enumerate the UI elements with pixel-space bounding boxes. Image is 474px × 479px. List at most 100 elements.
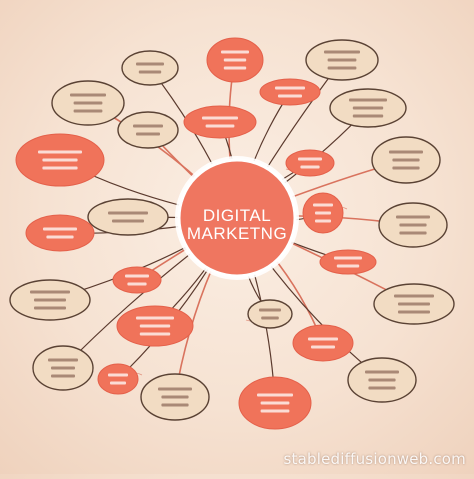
- node-text-scribble: [261, 316, 279, 320]
- node-bubble-beige: [117, 111, 179, 149]
- node-text-scribble: [260, 409, 290, 413]
- node-bubble-beige: [247, 299, 293, 329]
- node-text-scribble: [259, 308, 281, 312]
- node-text-scribble: [223, 66, 247, 70]
- topic-node: [285, 149, 335, 177]
- node-text-scribble: [205, 124, 235, 128]
- center-title-line1: DIGITAL: [202, 206, 272, 225]
- node-text-scribble: [108, 211, 148, 215]
- node-text-scribble: [365, 370, 399, 374]
- node-text-scribble: [51, 374, 75, 378]
- node-text-scribble: [42, 158, 78, 162]
- topic-node: [116, 305, 194, 347]
- node-text-scribble: [138, 70, 162, 74]
- node-text-scribble: [112, 219, 144, 223]
- node-text-scribble: [313, 203, 333, 207]
- node-text-scribble: [368, 378, 396, 382]
- topic-node: [302, 192, 344, 234]
- node-text-scribble: [38, 150, 82, 154]
- node-text-scribble: [315, 211, 331, 215]
- node-text-scribble: [300, 165, 320, 169]
- node-text-scribble: [308, 337, 338, 341]
- center-circle: [177, 158, 297, 278]
- node-text-scribble: [136, 316, 174, 320]
- topic-node: [32, 345, 94, 391]
- topic-node: [9, 279, 91, 321]
- topic-node: [259, 78, 321, 106]
- node-text-scribble: [352, 114, 384, 118]
- topic-node: [378, 202, 448, 248]
- topic-node: [319, 249, 377, 275]
- topic-node: [112, 266, 162, 294]
- node-text-scribble: [73, 109, 103, 113]
- topic-node: [292, 324, 354, 362]
- node-text-scribble: [73, 101, 103, 105]
- node-text-scribble: [327, 66, 357, 70]
- topic-node: [121, 50, 179, 86]
- node-bubble-beige: [121, 50, 179, 86]
- watermark: stablediffusionweb.com: [283, 450, 466, 468]
- node-bubble-coral: [319, 249, 377, 275]
- node-text-scribble: [260, 401, 290, 405]
- topic-node: [238, 376, 312, 430]
- node-bubble-coral: [25, 214, 95, 252]
- node-text-scribble: [392, 166, 420, 170]
- node-text-scribble: [223, 58, 247, 62]
- topic-node: [15, 133, 105, 187]
- topic-node: [87, 198, 169, 236]
- node-text-scribble: [396, 215, 430, 219]
- node-text-scribble: [161, 395, 189, 399]
- node-text-scribble: [136, 132, 160, 136]
- node-text-scribble: [311, 345, 335, 349]
- node-text-scribble: [42, 166, 78, 170]
- node-text-scribble: [327, 58, 357, 62]
- topic-node: [25, 214, 95, 252]
- node-text-scribble: [221, 50, 249, 54]
- topic-node: [247, 299, 293, 329]
- node-text-scribble: [394, 294, 434, 298]
- node-text-scribble: [398, 302, 430, 306]
- node-text-scribble: [133, 124, 163, 128]
- node-text-scribble: [399, 223, 427, 227]
- node-text-scribble: [334, 256, 362, 260]
- node-text-scribble: [275, 86, 305, 90]
- node-text-scribble: [70, 93, 106, 97]
- node-text-scribble: [389, 150, 423, 154]
- node-text-scribble: [202, 116, 238, 120]
- node-text-scribble: [298, 157, 322, 161]
- node-text-scribble: [278, 94, 302, 98]
- node-bubble-coral: [259, 78, 321, 106]
- node-bubble-coral: [183, 105, 257, 139]
- topic-node: [140, 373, 210, 421]
- node-text-scribble: [127, 282, 147, 286]
- node-bubble-coral: [97, 363, 139, 395]
- node-text-scribble: [46, 235, 74, 239]
- node-text-scribble: [324, 50, 360, 54]
- topic-node: [117, 111, 179, 149]
- node-text-scribble: [30, 290, 70, 294]
- node-text-scribble: [161, 403, 189, 407]
- node-text-scribble: [392, 158, 420, 162]
- node-text-scribble: [398, 310, 430, 314]
- node-text-scribble: [257, 393, 293, 397]
- node-text-scribble: [108, 373, 128, 377]
- node-text-scribble: [336, 264, 360, 268]
- node-text-scribble: [158, 387, 192, 391]
- node-text-scribble: [48, 358, 78, 362]
- node-text-scribble: [51, 366, 75, 370]
- node-text-scribble: [139, 332, 171, 336]
- node-text-scribble: [349, 98, 387, 102]
- topic-node: [305, 39, 379, 81]
- topic-node: [97, 363, 139, 395]
- node-text-scribble: [43, 227, 77, 231]
- topic-node: [371, 136, 441, 184]
- node-bubble-coral: [292, 324, 354, 362]
- node-text-scribble: [139, 324, 171, 328]
- node-text-scribble: [399, 231, 427, 235]
- topic-node: [347, 357, 417, 403]
- node-text-scribble: [368, 386, 396, 390]
- node-text-scribble: [352, 106, 384, 110]
- topic-node: [329, 88, 407, 128]
